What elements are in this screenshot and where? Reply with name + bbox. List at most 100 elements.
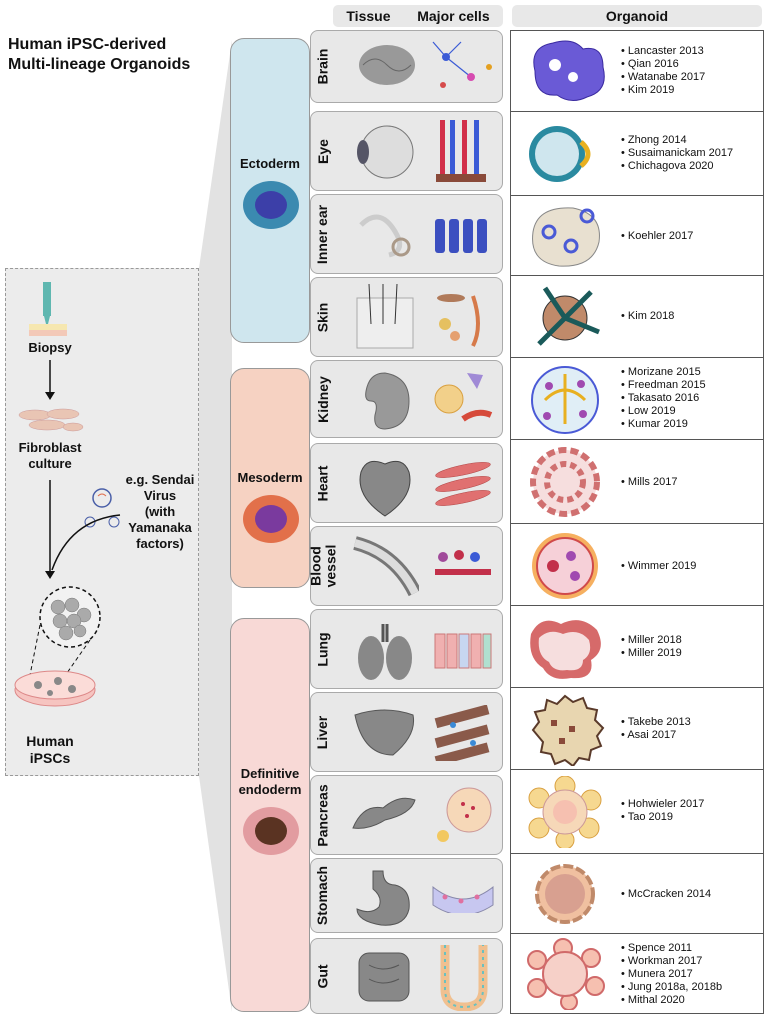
- organoid-row-inner-ear: Koehler 2017: [511, 196, 763, 276]
- heart-references: Mills 2017: [621, 476, 761, 489]
- retinal-cells-icon: [436, 120, 486, 182]
- brain-tissue-icon: [359, 45, 415, 85]
- ectoderm-label: Ectoderm: [240, 156, 300, 171]
- organoid-row-lung: Miller 2018 Miller 2019: [511, 606, 763, 688]
- major-cells-header: Major cells: [417, 8, 490, 24]
- skin-organoid-icon: [537, 286, 600, 346]
- endoderm-label: Definitive endoderm: [238, 766, 302, 797]
- intestinal-crypt-icon: [440, 945, 488, 1011]
- tissue-label: Skin: [314, 302, 331, 332]
- ipsc-colony-icon: [14, 586, 101, 707]
- pancreas-references: Hohwieler 2017 Tao 2019: [621, 798, 761, 824]
- skin-cells-icon: [437, 294, 480, 347]
- organoid-row-eye: Zhong 2014 Susaimanickam 2017 Chichagova…: [511, 112, 763, 196]
- tissue-row-pancreas: Pancreas: [310, 775, 503, 855]
- tissue-row-skin: Skin: [310, 277, 503, 357]
- gastric-epithelium-icon: [432, 885, 494, 913]
- blood-vessel-organoid-icon: [532, 533, 598, 599]
- stomach-references: McCracken 2014: [621, 888, 761, 901]
- reprogramming-arrow-icon: [45, 480, 121, 579]
- brain-references: Lancaster 2013 Qian 2016 Watanabe 2017 K…: [621, 45, 761, 97]
- gut-references: Spence 2011 Workman 2017 Munera 2017 Jun…: [621, 942, 761, 1007]
- tissue-label: Brain: [314, 48, 331, 85]
- organoid-row-heart: Mills 2017: [511, 440, 763, 524]
- brain-organoid-icon: [533, 40, 605, 101]
- tissue-row-stomach: Stomach: [310, 858, 503, 933]
- inner-ear-tissue-icon: [359, 214, 411, 258]
- mesoderm-label: Mesoderm: [237, 470, 303, 485]
- sendai-virus-label: e.g. Sendai Virus (with Yamanaka factors…: [125, 472, 195, 551]
- tissue-row-liver: Liver: [310, 692, 503, 772]
- gut-organoid-icon: [527, 938, 605, 1010]
- ectoderm-block: Ectoderm: [230, 38, 310, 343]
- mesoderm-block: Mesoderm: [230, 368, 310, 588]
- tissue-row-heart: Heart: [310, 443, 503, 523]
- gut-tissue-icon: [358, 952, 410, 1002]
- liver-tissue-icon: [354, 709, 415, 756]
- pancreatic-islet-icon: [437, 787, 492, 842]
- arrow-down-icon: [45, 360, 55, 400]
- inner-ear-references: Koehler 2017: [621, 230, 761, 243]
- skin-references: Kim 2018: [621, 310, 761, 323]
- tissue-row-brain: Brain: [310, 30, 503, 103]
- liver-references: Takebe 2013 Asai 2017: [621, 716, 761, 742]
- organoid-row-brain: Lancaster 2013 Qian 2016 Watanabe 2017 K…: [511, 31, 763, 112]
- eye-references: Zhong 2014 Susaimanickam 2017 Chichagova…: [621, 134, 761, 173]
- lung-organoid-icon: [530, 620, 601, 679]
- kidney-tissue-icon: [365, 372, 410, 430]
- lung-tissue-icon: [358, 624, 412, 680]
- eye-organoid-icon: [529, 126, 591, 182]
- organoid-row-liver: Takebe 2013 Asai 2017: [511, 688, 763, 770]
- blood-vessel-tissue-icon: [353, 536, 419, 597]
- kidney-references: Morizane 2015 Freedman 2015 Takasato 201…: [621, 366, 761, 431]
- pancreas-organoid-icon: [528, 776, 602, 848]
- tissue-header: Tissue: [346, 8, 391, 24]
- tissue-row-eye: Eye: [310, 111, 503, 191]
- stomach-tissue-icon: [356, 870, 410, 926]
- organoid-row-pancreas: Hohwieler 2017 Tao 2019: [511, 770, 763, 854]
- organoid-table: Lancaster 2013 Qian 2016 Watanabe 2017 K…: [510, 30, 764, 1014]
- kidney-cells-icon: [434, 373, 493, 422]
- tissue-label: Liver: [314, 715, 331, 749]
- tissue-row-lung: Lung: [310, 609, 503, 689]
- blood-vessel-references: Wimmer 2019: [621, 560, 761, 573]
- tissue-label: Eye: [314, 138, 331, 164]
- organoid-row-gut: Spence 2011 Workman 2017 Munera 2017 Jun…: [511, 934, 763, 1014]
- human-ipscs-label: Human iPSCs: [26, 733, 74, 766]
- fibroblast-culture-label: Fibroblast culture: [18, 440, 82, 471]
- eye-tissue-icon: [357, 125, 414, 179]
- organoid-row-blood-vessel: Wimmer 2019: [511, 524, 763, 606]
- biopsy-label: Biopsy: [28, 340, 72, 355]
- heart-organoid-icon: [530, 447, 600, 517]
- tissue-major-cells-header: Tissue Major cells: [333, 5, 503, 27]
- fibroblast-cells-icon: [18, 408, 84, 432]
- tissue-label: Gut: [314, 963, 331, 989]
- vascular-cells-icon: [435, 550, 491, 575]
- neurons-icon: [432, 41, 492, 88]
- tissue-label: Heart: [314, 465, 331, 501]
- tissue-row-gut: Gut: [310, 938, 503, 1014]
- pancreas-tissue-icon: [352, 797, 416, 829]
- ectoderm-cell-icon: [243, 181, 299, 229]
- lung-epithelial-cells-icon: [434, 633, 492, 669]
- skin-tissue-icon: [356, 284, 414, 349]
- organoid-row-stomach: McCracken 2014: [511, 854, 763, 934]
- stomach-organoid-icon: [535, 864, 595, 924]
- endoderm-cell-icon: [243, 807, 299, 855]
- lung-references: Miller 2018 Miller 2019: [621, 634, 761, 660]
- page-title: Human iPSC-derived Multi-lineage Organoi…: [8, 36, 191, 73]
- hair-cells-icon: [435, 219, 487, 253]
- sendai-virus-icon: [84, 488, 120, 528]
- tissue-label: Kidney: [314, 375, 331, 423]
- endoderm-block: Definitive endoderm: [230, 618, 310, 1012]
- organoid-row-skin: Kim 2018: [511, 276, 763, 358]
- liver-organoid-icon: [531, 694, 605, 766]
- tissue-label: Pancreas: [314, 783, 331, 847]
- tissue-row-kidney: Kidney: [310, 360, 503, 438]
- organoid-header: Organoid: [512, 5, 762, 27]
- mesoderm-cell-icon: [243, 495, 299, 543]
- tissue-label: Lung: [314, 631, 331, 667]
